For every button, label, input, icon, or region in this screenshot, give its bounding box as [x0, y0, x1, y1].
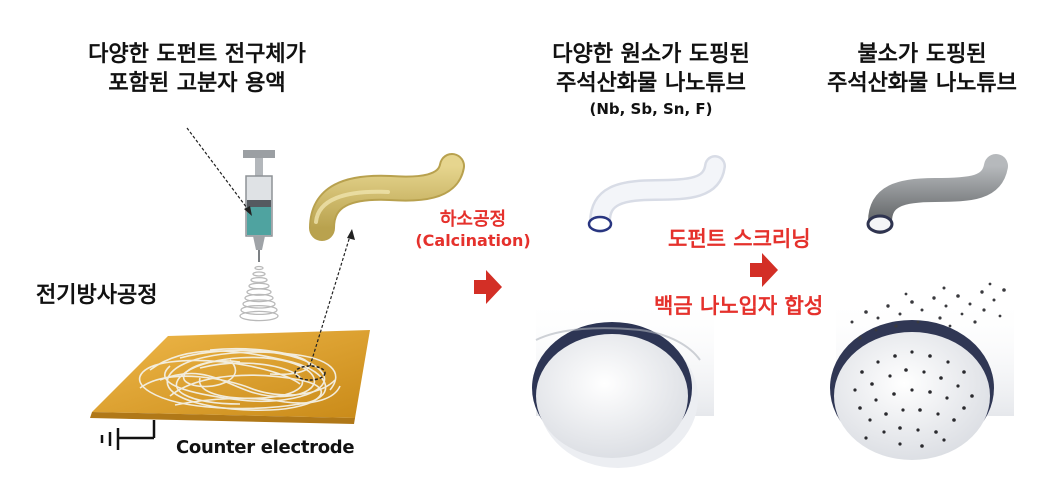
process-arrow-icon	[474, 270, 502, 304]
f-doped-label: 불소가 도핑된 주석산화물 나노튜브	[827, 41, 1017, 98]
precursor-line2: 포함된 고분자 용액	[108, 70, 286, 96]
fiber-mat	[138, 347, 341, 412]
precursor-label: 다양한 도펀트 전구체가 포함된 고분자 용액	[88, 41, 306, 98]
spinning-jet	[239, 265, 279, 322]
precursor-pointer	[186, 127, 252, 216]
calcination-label: 하소공정 (Calcination)	[415, 208, 530, 252]
calcination-ko: 하소공정	[439, 209, 507, 230]
clear-nanotube	[587, 155, 726, 233]
fiber-pointer	[309, 229, 355, 367]
collector-plate	[90, 330, 370, 424]
pt-synthesis-label: 백금 나노입자 합성	[654, 294, 824, 318]
fiber-highlight-ring	[294, 365, 326, 381]
electrospinning-label: 전기방사공정	[36, 283, 158, 308]
multi-doped-line2: 주석산화물 나노튜브	[556, 70, 746, 96]
multi-doped-elements: (Nb, Sb, Sn, F)	[589, 100, 713, 119]
pt-cross-section	[830, 282, 1014, 460]
multi-doped-label: 다양한 원소가 도핑된 주석산화물 나노튜브 (Nb, Sb, Sn, F)	[552, 41, 749, 120]
dopant-screening-label: 도펀트 스크리닝	[668, 227, 811, 251]
f-doped-line1: 불소가 도핑된	[857, 42, 987, 67]
f-doped-line2: 주석산화물 나노튜브	[827, 70, 1017, 96]
multi-doped-line1: 다양한 원소가 도핑된	[552, 42, 750, 67]
ground-symbol-icon	[100, 420, 156, 450]
syringe-icon	[243, 150, 275, 262]
calcination-en: (Calcination)	[415, 231, 531, 251]
screening-arrow-icon	[750, 253, 778, 287]
counter-electrode-label: Counter electrode	[176, 437, 355, 458]
precursor-line1: 다양한 도펀트 전구체가	[88, 42, 306, 67]
gray-nanotube	[866, 154, 1008, 234]
clear-cross-section	[532, 296, 714, 468]
